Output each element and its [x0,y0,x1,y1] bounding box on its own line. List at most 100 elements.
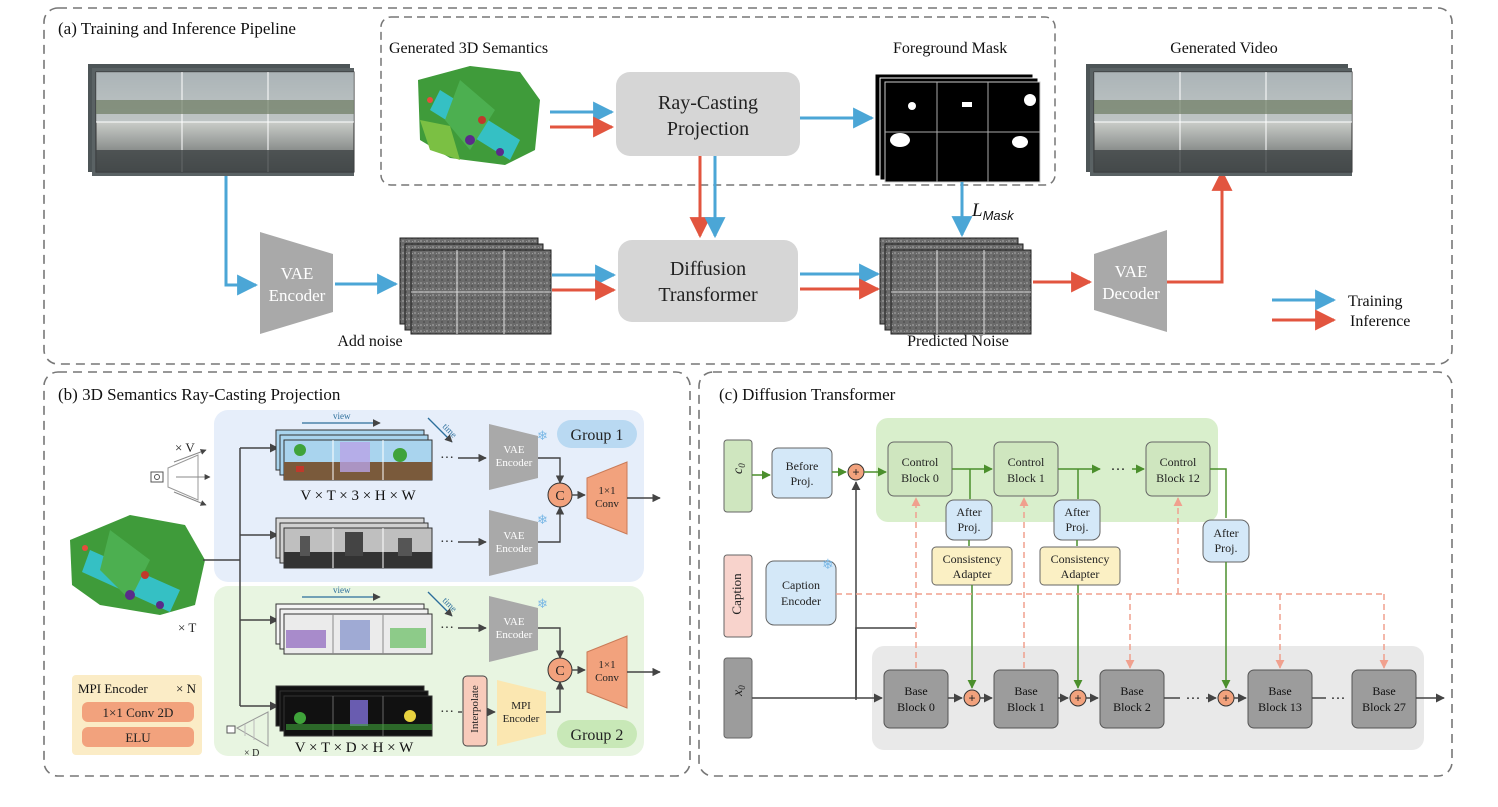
panel-a-frame [43,7,1453,365]
generated-video-stack [1086,64,1353,176]
dims-bottom-label: V × T × D × H × W [295,740,414,756]
svg-text:Control: Control [1160,455,1197,469]
plus-base-13-label: + [1222,691,1229,705]
control-block-1: Control Block 1 [993,441,1059,497]
svg-text:Block 1: Block 1 [1007,471,1045,485]
vae1-to-concat [538,457,565,484]
svg-text:Base: Base [1372,684,1395,698]
base-block-0: Base Block 0 [883,669,949,729]
conv-1x1-g1 [586,461,628,535]
vae-encoder-label-1: VAE [281,264,314,283]
interpolate-label: Interpolate [469,685,481,733]
group1-tag [557,420,637,448]
generated-semantics-label: Generated 3D Semantics [389,40,548,57]
generated-video-label: Generated Video [1170,40,1278,57]
concat-label-1: C [555,489,564,504]
conv-g1-label-2: Conv [595,498,619,510]
mpi-elu-box [82,727,194,747]
loss-label: LMask [971,200,1015,223]
svg-text:VAE: VAE [503,444,524,456]
interpolate-box [462,675,488,747]
adapter-1-label-2: Adapter [1061,567,1100,581]
base-block-2: Base Block 2 [1099,669,1165,729]
conv-1x1-g2 [586,635,628,709]
mpi-encoder-label-2: Encoder [503,713,540,725]
mpi-detail-title: MPI Encoder [78,681,148,696]
panel-b-title: (b) 3D Semantics Ray-Casting Projection [58,385,341,404]
svg-text:Block 0: Block 0 [901,471,939,485]
diffusion-transformer-box [618,240,798,322]
panel-a-title: (a) Training and Inference Pipeline [58,19,296,38]
mpi-detail-times-n: × N [176,681,197,696]
times-v-label: × V [175,440,195,455]
frozen-icon: ❄ [537,512,548,527]
mpi-encoder-shape [497,680,546,746]
control-block-12: Control Block 12 [1145,441,1211,497]
vae-encoder-shape [260,232,333,334]
ellipsis-depth: ··· [440,535,454,550]
base-block-1: Base Block 1 [993,669,1059,729]
predicted-noise-label: Predicted Noise [907,333,1009,350]
predicted-noise-stack [879,237,1032,335]
ellipsis-rgb: ··· [440,451,454,466]
x0-label: x0 [731,685,747,697]
base-block-13: Base Block 13 [1247,669,1313,729]
control12-down [1210,468,1227,518]
panel-c-frame [698,371,1453,777]
camera-icon [150,449,211,506]
svg-text:VAE: VAE [503,616,524,628]
panel-c-title: (c) Diffusion Transformer [719,385,896,404]
after-proj-0-label-2: Proj. [957,520,980,534]
diffusion-label-2: Transformer [658,284,758,306]
times-d-label: × D [244,748,259,759]
foreground-mask-label: Foreground Mask [893,40,1007,57]
add-noise-label: Add noise [337,333,402,350]
svg-text:Base: Base [1120,684,1143,698]
vae-encoder-b3: VAE Encoder ❄ [489,596,548,662]
svg-text:Encoder: Encoder [496,629,533,641]
plus-base-1-label: + [1074,691,1081,705]
noisy-latent-stack [399,237,552,335]
base-ellipsis-2: ··· [1331,691,1346,707]
times-t-label: × T [178,620,196,635]
ellipsis-sem: ··· [440,621,454,636]
adapter-0-label-1: Consistency [943,552,1002,566]
consistency-adapter-1 [1039,546,1121,586]
after-proj-0-label-1: After [956,505,981,519]
c0-label: c0 [731,463,747,474]
svg-text:Block 1: Block 1 [1007,700,1045,714]
vae2-to-concat [538,506,565,543]
svg-text:Block 0: Block 0 [897,700,935,714]
ellipsis-mpi: ··· [440,705,454,720]
foreground-mask-stack [874,73,1041,183]
after-proj-12-label-1: After [1213,526,1238,540]
svg-text:Block 12: Block 12 [1156,471,1200,485]
semantics-scene-b [70,515,205,615]
x0-input [723,657,753,739]
vae-decoder-shape [1094,230,1167,332]
svg-text:Block 2: Block 2 [1113,700,1151,714]
plus-base-0-label: + [968,691,975,705]
group2-label: Group 2 [571,727,624,744]
adapter-1-label-1: Consistency [1051,552,1110,566]
mpi-to-concat [546,681,565,713]
before-proj-label-1: Before [786,459,819,473]
after-proj-1-label-1: After [1064,505,1089,519]
svg-text:Base: Base [1014,684,1037,698]
time-arrow-top [427,417,453,443]
mpi-encoder-label-1: MPI [511,700,531,712]
view-label-top: view [333,411,351,421]
dims-top-label: V × T × 3 × H × W [300,488,416,504]
c0-input [723,439,753,513]
caption-encoder-box [765,560,837,626]
svg-text:Base: Base [904,684,927,698]
svg-text:Block 27: Block 27 [1362,700,1406,714]
svg-text:Control: Control [902,455,939,469]
legend-inference-label: Inference [1350,313,1410,330]
conv-g2-label-2: Conv [595,672,619,684]
after-proj-1-label-2: Proj. [1065,520,1088,534]
mpi-elu-label: ELU [125,730,151,745]
infer-arrow-dec-video [1167,169,1233,284]
conv-g1-label-1: 1×1 [598,485,615,497]
vae-encoder-b2: VAE Encoder ❄ [489,510,548,576]
